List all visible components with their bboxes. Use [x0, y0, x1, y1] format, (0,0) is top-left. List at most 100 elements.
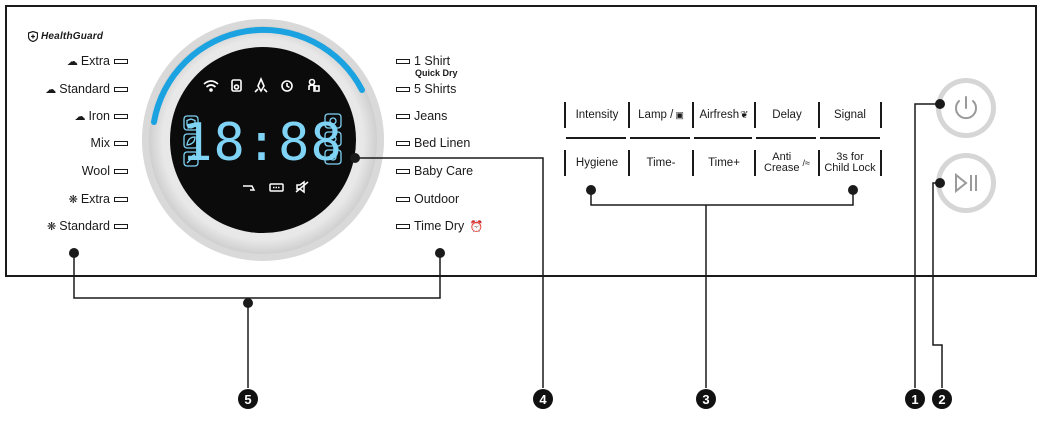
program-indicator [396, 114, 410, 120]
shield-icon [28, 31, 38, 42]
program-label: Baby Care [414, 164, 474, 178]
time-minus-button[interactable]: Time- [628, 150, 692, 176]
key-label: Hygiene [575, 156, 619, 169]
program-indicator [114, 87, 128, 93]
hygiene-button[interactable]: Hygiene [564, 150, 628, 176]
airfresh-button[interactable]: Airfresh❦ [692, 102, 754, 128]
intensity-button[interactable]: Intensity [564, 102, 628, 128]
sun-icon [324, 131, 342, 147]
time-plus-button[interactable]: Time+ [692, 150, 754, 176]
key-label: Time- [646, 156, 676, 169]
key-divider [566, 137, 626, 139]
clock-icon [281, 80, 293, 92]
power-button[interactable] [936, 78, 996, 138]
sun-icon [324, 113, 342, 129]
program-wool[interactable]: Wool [82, 164, 132, 178]
program-indicator [396, 197, 410, 203]
power-icon [955, 96, 977, 120]
drum-light-icon: ▣ [675, 109, 684, 120]
program-label: Standard [59, 219, 110, 233]
start-pause-button[interactable] [936, 153, 996, 213]
program-time-dry[interactable]: Time Dry ⏰ [392, 219, 483, 234]
key-divider [756, 137, 816, 139]
program-sublabel: Quick Dry [415, 68, 458, 78]
key-label: Delay [772, 108, 802, 121]
key-divider [694, 137, 752, 139]
display-digits: 18:88 [181, 113, 343, 173]
key-divider [630, 137, 690, 139]
program-indicator [114, 114, 128, 120]
marker-dot [935, 99, 945, 109]
anti-crease-button[interactable]: Anti Crease /≈ [754, 150, 818, 176]
child-lock-button[interactable]: 3s for Child Lock [818, 150, 882, 176]
brand-name: HealthGuard [41, 31, 104, 42]
delay-button[interactable]: Delay [754, 102, 818, 128]
program-label: Outdoor [414, 192, 460, 206]
program-synthetic-extra[interactable]: ❋Extra [69, 192, 132, 207]
program-indicator [396, 87, 410, 93]
cotton-icon: ☁ [45, 84, 57, 96]
program-cotton-iron[interactable]: ☁Iron [74, 109, 132, 124]
program-jeans[interactable]: Jeans [392, 109, 447, 123]
program-synthetic-standard[interactable]: ❋Standard [47, 219, 132, 234]
program-5-shirts[interactable]: 5 Shirts [392, 82, 456, 96]
wifi-icon: /≈ [802, 157, 810, 168]
leader-bracket-3 [590, 190, 854, 206]
wifi-icon [203, 80, 219, 92]
key-label: Intensity [575, 108, 619, 121]
child-lock-icon [308, 78, 320, 92]
key-label-stack: Anti Crease [764, 152, 799, 174]
program-indicator [396, 141, 410, 147]
marker-dot [69, 248, 79, 258]
program-label: Mix [90, 136, 110, 150]
leader-line-4 [358, 157, 544, 388]
program-bed-linen[interactable]: Bed Linen [392, 136, 470, 150]
program-indicator [396, 169, 410, 175]
program-label: 5 Shirts [414, 82, 457, 96]
program-cotton-standard[interactable]: ☁Standard [45, 82, 132, 97]
program-label: Wool [81, 164, 110, 178]
marker-dot [435, 248, 445, 258]
lamp-button[interactable]: Lamp /▣ [628, 102, 692, 128]
leaf-icon [183, 133, 199, 149]
callout-5: 5 [238, 389, 258, 409]
play-pause-icon [955, 172, 977, 194]
callout-3: 3 [696, 389, 716, 409]
program-indicator [114, 224, 128, 230]
mute-icon [295, 180, 309, 194]
program-1-shirt[interactable]: 1 Shirt Quick Dry [392, 54, 458, 78]
sun-icon [324, 149, 342, 165]
synthetic-icon: ❋ [68, 194, 78, 206]
key-label: Anti [772, 151, 792, 163]
program-indicator [396, 224, 410, 230]
key-divider [820, 137, 880, 139]
key-label: Child Lock [824, 162, 876, 174]
signal-button[interactable]: Signal [818, 102, 882, 128]
program-indicator [396, 59, 410, 65]
dial-progress-arc [151, 26, 365, 125]
marker-dot [350, 153, 360, 163]
key-label: Lamp / [638, 108, 674, 121]
synthetic-icon: ❋ [47, 221, 57, 233]
cotton-icon: ☁ [66, 56, 78, 68]
program-outdoor[interactable]: Outdoor [392, 192, 459, 206]
key-label: Signal [834, 108, 866, 121]
program-indicator [114, 141, 128, 147]
program-indicator [114, 59, 128, 65]
program-cotton-extra[interactable]: ☁Extra [67, 54, 132, 69]
key-label: Airfresh [699, 108, 740, 121]
program-label: Standard [59, 82, 110, 96]
key-label: Time+ [708, 156, 740, 169]
program-label: Extra [80, 192, 110, 206]
shield-icon [183, 115, 199, 131]
feather-icon [183, 151, 199, 167]
key-label: 3s for [836, 151, 864, 163]
leader-line-2 [932, 182, 943, 388]
program-baby-care[interactable]: Baby Care [392, 164, 473, 178]
callout-2: 2 [932, 389, 952, 409]
drum-icon [231, 79, 242, 92]
program-label: Iron [88, 109, 110, 123]
program-mix[interactable]: Mix [91, 136, 132, 150]
